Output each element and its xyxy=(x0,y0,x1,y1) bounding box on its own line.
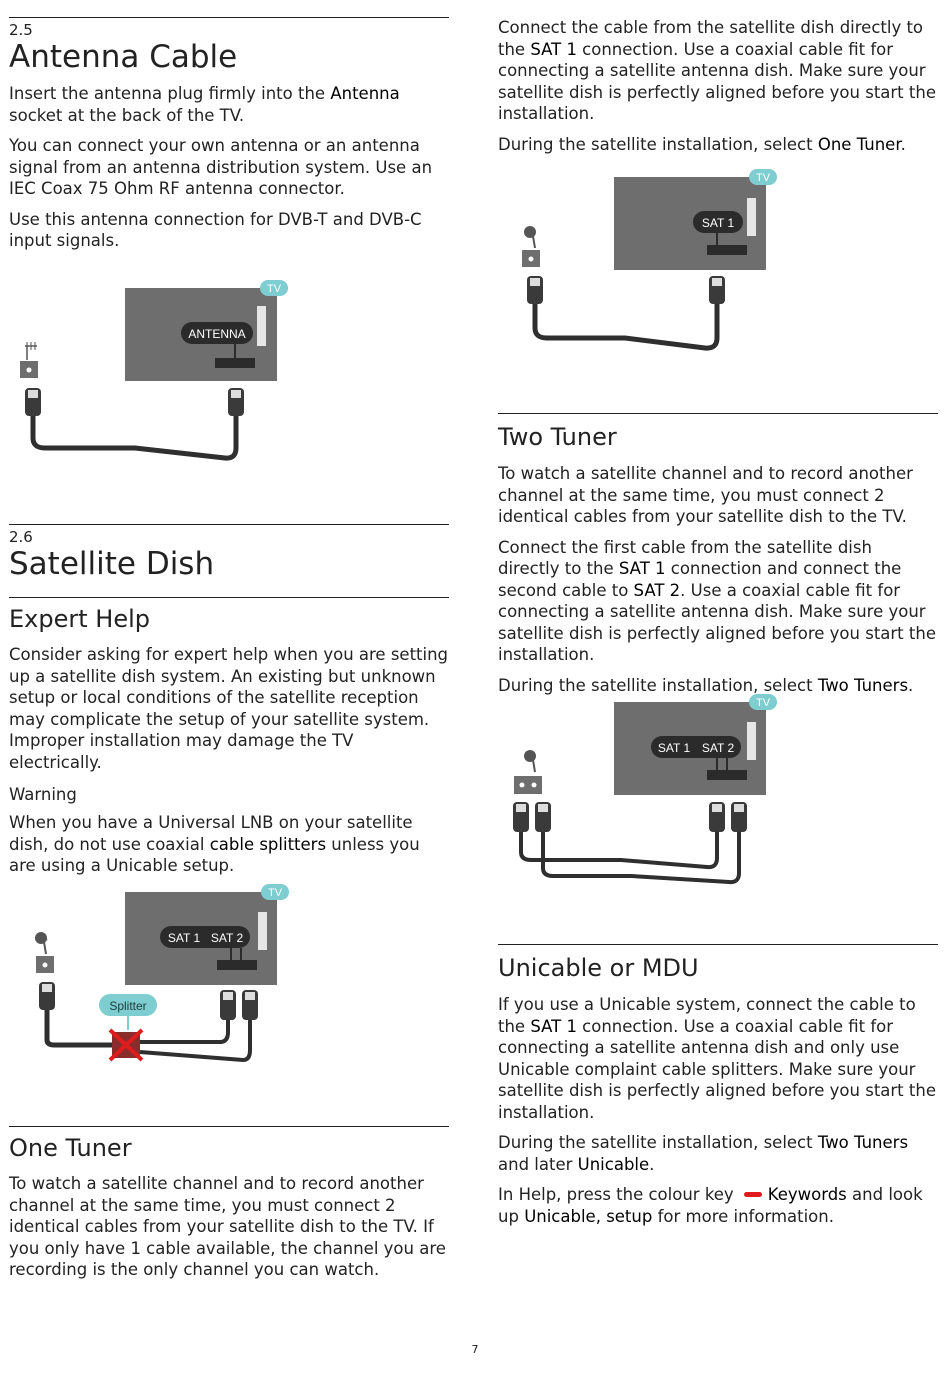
sat1-port-label: SAT 1 xyxy=(658,741,691,755)
sat1-port-label: SAT 1 xyxy=(702,216,735,230)
paragraph: When you have a Universal LNB on your sa… xyxy=(9,813,420,875)
tv-badge-label: TV xyxy=(267,283,282,295)
tv-badge xyxy=(261,884,289,900)
subsection-title: Expert Help xyxy=(9,605,150,633)
coax-cable xyxy=(44,1010,112,1048)
subsection-title: Unicable or MDU xyxy=(498,954,699,982)
antenna-icon xyxy=(25,342,37,360)
wall-socket xyxy=(514,776,542,794)
tv-badge xyxy=(749,694,777,710)
splitter-label: Splitter xyxy=(109,999,146,1013)
subsection-title: Two Tuner xyxy=(498,423,617,451)
subsection-two-tuner: Two Tuner To watch a satellite channel a… xyxy=(498,413,938,696)
paragraph: During the satellite installation, selec… xyxy=(498,675,914,695)
port-label-bg xyxy=(693,211,743,233)
port-label-bg xyxy=(160,926,250,948)
coax-cable xyxy=(541,832,741,885)
paragraph: Use this antenna connection for DVB-T an… xyxy=(9,209,422,251)
satellite-dish-icon xyxy=(35,932,48,955)
tv-badge xyxy=(260,280,288,296)
paragraph: To watch a satellite channel and to reco… xyxy=(498,464,913,526)
warning-heading: Warning xyxy=(9,785,77,804)
not-allowed-cross-icon xyxy=(108,1028,144,1062)
one-tuner-continued: Connect the cable from the satellite dis… xyxy=(498,17,938,155)
coax-cable xyxy=(30,416,239,461)
port-label-bg xyxy=(651,736,741,758)
satellite-dish-icon xyxy=(524,226,536,249)
one-tuner-diagram: TV SAT 1 xyxy=(522,169,777,351)
subsection-rule xyxy=(498,944,938,945)
paragraph: During the satellite installation, selec… xyxy=(498,134,906,154)
satellite-dish-icon xyxy=(524,750,536,773)
paragraph: Insert the antenna plug firmly into the … xyxy=(9,84,400,125)
paragraph: Consider asking for expert help when you… xyxy=(9,645,449,772)
paragraph: To watch a satellite channel and to reco… xyxy=(9,1174,446,1279)
splitter-label-bg xyxy=(99,994,157,1016)
sat1-port-label: SAT 1 xyxy=(168,931,201,945)
paragraph: You can connect your own antenna or an a… xyxy=(9,136,433,198)
subsection-rule xyxy=(498,413,938,414)
coax-cable xyxy=(519,832,719,870)
tv-badge-label: TV xyxy=(268,887,283,899)
paragraph: Connect the first cable from the satelli… xyxy=(498,537,936,665)
section-rule xyxy=(9,17,449,18)
tv-badge-label: TV xyxy=(756,172,771,184)
subsection-rule xyxy=(9,597,449,598)
tv-body xyxy=(614,177,766,270)
sat2-port-label: SAT 2 xyxy=(702,741,735,755)
subsection-one-tuner: One Tuner To watch a satellite channel a… xyxy=(9,1126,449,1281)
section-rule xyxy=(9,524,449,525)
antenna-port-label: ANTENNA xyxy=(188,327,245,341)
paragraph: If you use a Unicable system, connect th… xyxy=(498,995,936,1122)
section-title: Satellite Dish xyxy=(9,546,215,582)
section-number: 2.5 xyxy=(9,21,33,39)
red-colour-key-icon xyxy=(743,1192,762,1197)
section-satellite-dish: 2.6 Satellite Dish Expert Help Consider … xyxy=(9,524,449,877)
port-label-bg xyxy=(181,322,253,344)
section-title: Antenna Cable xyxy=(9,39,238,75)
paragraph: Connect the cable from the satellite dis… xyxy=(498,18,936,123)
tv-badge xyxy=(749,169,777,185)
two-tuner-diagram: TV SAT 1 SAT 2 xyxy=(513,694,777,885)
paragraph: During the satellite installation, selec… xyxy=(498,1133,909,1174)
coax-cable xyxy=(532,304,720,351)
sat2-port-label: SAT 2 xyxy=(211,931,244,945)
subsection-unicable: Unicable or MDU If you use a Unicable sy… xyxy=(498,944,938,1227)
section-antenna-cable: 2.5 Antenna Cable Insert the antenna plu… xyxy=(9,17,449,252)
subsection-rule xyxy=(9,1126,449,1127)
page-number: 7 xyxy=(471,1343,479,1356)
tv-badge-label: TV xyxy=(756,697,771,709)
section-number: 2.6 xyxy=(9,528,33,546)
splitter-diagram: TV SAT 1 SAT 2 Splitter xyxy=(35,884,289,1063)
antenna-diagram: TV ANTENNA xyxy=(20,280,288,461)
subsection-title: One Tuner xyxy=(9,1134,132,1162)
